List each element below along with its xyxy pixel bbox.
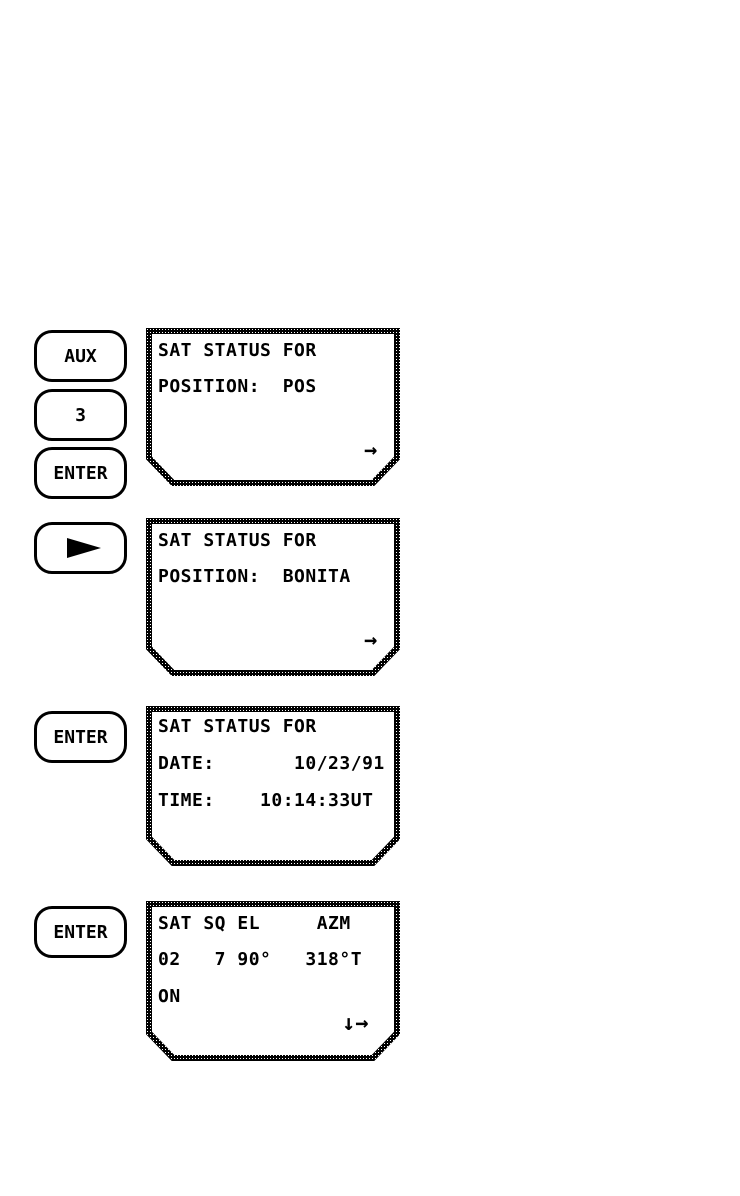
- screen-line-1: SAT STATUS FOR: [158, 530, 317, 551]
- screen-line-3: TIME: 10:14:33UT: [158, 790, 373, 811]
- enter-key-3[interactable]: ENTER: [34, 906, 127, 958]
- enter-key-2[interactable]: ENTER: [34, 711, 127, 763]
- screen-line-2: 02 7 90° 318°T: [158, 949, 362, 970]
- screen-line-1: SAT STATUS FOR: [158, 340, 317, 361]
- screen-line-1: SAT SQ EL AZM: [158, 913, 351, 934]
- screen-line-3: ON: [158, 986, 181, 1007]
- display-screen-4: SAT SQ EL AZM 02 7 90° 318°T ON ↓→: [146, 901, 400, 1061]
- next-arrow-icon: →: [364, 440, 377, 462]
- enter-key[interactable]: ENTER: [34, 447, 127, 499]
- screen-line-2: DATE: 10/23/91: [158, 753, 385, 774]
- display-screen-3: SAT STATUS FOR DATE: 10/23/91 TIME: 10:1…: [146, 706, 400, 866]
- down-right-arrow-icon: ↓→: [342, 1013, 369, 1035]
- display-screen-2: SAT STATUS FOR POSITION: BONITA →: [146, 518, 400, 676]
- display-screen-1: SAT STATUS FOR POSITION: POS →: [146, 328, 400, 486]
- screen-line-2: POSITION: POS: [158, 376, 317, 397]
- key-3[interactable]: 3: [34, 389, 127, 441]
- right-arrow-key[interactable]: [34, 522, 127, 574]
- aux-key[interactable]: AUX: [34, 330, 127, 382]
- right-arrow-icon: [67, 538, 101, 558]
- screen-line-1: SAT STATUS FOR: [158, 716, 317, 737]
- next-arrow-icon: →: [364, 630, 377, 652]
- screen-line-2: POSITION: BONITA: [158, 566, 351, 587]
